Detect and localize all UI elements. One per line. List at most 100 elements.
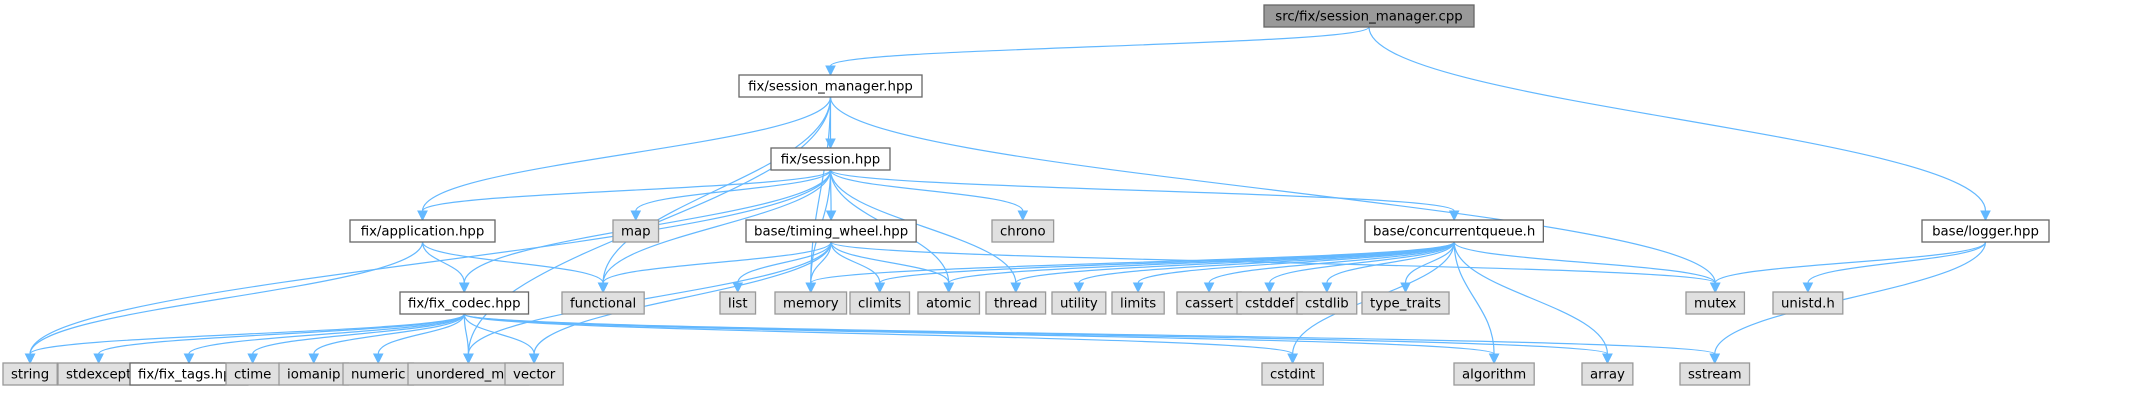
node-label: unordered_map — [416, 368, 521, 383]
node-concurrentqueue-h[interactable]: base/concurrentqueue.h — [1364, 219, 1544, 243]
node-box — [1361, 291, 1450, 315]
edge-concurrentqueue_h-to-memory — [805, 241, 1455, 294]
edge-fix_codec_hpp-to-numeric — [372, 313, 465, 365]
edge-fix_codec_hpp-to-vector — [463, 313, 540, 365]
edge-line — [948, 241, 1455, 284]
edge-line — [252, 313, 465, 355]
edge-line — [29, 169, 832, 355]
node-label: climits — [858, 297, 902, 312]
edge-line — [1326, 241, 1455, 284]
node-chrono: chrono — [991, 219, 1055, 243]
arrowhead-icon — [93, 353, 104, 365]
node-label: cstdint — [1270, 368, 1315, 383]
edge-root-to-logger_hpp — [1368, 26, 1991, 222]
edge-line — [1208, 241, 1455, 284]
arrowhead-icon — [1321, 282, 1333, 294]
node-unordered-map: unordered_map — [407, 362, 530, 386]
edge-session_hpp-to-application_hpp — [417, 169, 832, 222]
edge-line — [463, 313, 535, 355]
edges-layer — [24, 26, 1991, 365]
node-cstdint: cstdint — [1261, 362, 1324, 386]
node-box — [504, 362, 564, 386]
edge-session_hpp-to-chrono — [829, 169, 1029, 222]
node-logger-hpp[interactable]: base/logger.hpp — [1921, 219, 2050, 243]
node-label: fix/session_manager.hpp — [748, 80, 913, 95]
edge-line — [313, 313, 465, 355]
node-box — [774, 291, 848, 315]
node-box — [1111, 291, 1165, 315]
node-root[interactable]: src/fix/session_manager.cpp — [1263, 4, 1475, 28]
node-label: base/concurrentqueue.h — [1373, 225, 1535, 240]
node-box — [985, 291, 1047, 315]
arrowhead-icon — [874, 282, 886, 294]
edge-line — [829, 169, 1017, 284]
node-label: utility — [1060, 297, 1098, 312]
arrowhead-icon — [1203, 282, 1215, 294]
node-cstddef: cstddef — [1236, 291, 1303, 315]
edge-timing_wheel_hpp-to-atomic — [830, 241, 955, 294]
node-numeric: numeric — [342, 362, 415, 386]
edge-line — [635, 169, 832, 212]
arrowhead-icon — [630, 210, 642, 222]
arrowhead-icon — [1010, 282, 1022, 294]
node-stdexcept: stdexcept — [57, 362, 140, 386]
node-memory: memory — [774, 291, 848, 315]
node-timing-wheel-hpp[interactable]: base/timing_wheel.hpp — [745, 219, 917, 243]
node-label: list — [728, 297, 748, 312]
node-fix-codec-hpp[interactable]: fix/fix_codec.hpp — [399, 291, 530, 315]
edge-line — [829, 96, 1716, 284]
edge-line — [421, 169, 832, 212]
edge-line — [829, 26, 1370, 67]
node-box — [719, 291, 757, 315]
arrowhead-icon — [417, 210, 428, 222]
edge-line — [602, 96, 832, 284]
node-fix-tags-hpp[interactable]: fix/fix_tags.hpp — [129, 362, 249, 386]
edge-line — [421, 96, 832, 212]
edge-line — [1714, 241, 1987, 355]
edge-application_hpp-to-string — [24, 241, 424, 365]
arrowhead-icon — [1073, 282, 1085, 294]
edge-line — [29, 313, 465, 355]
edge-fix_codec_hpp-to-stdexcept — [93, 313, 465, 365]
arrowhead-icon — [183, 353, 195, 365]
node-session-hpp[interactable]: fix/session.hpp — [770, 147, 891, 171]
node-label: ctime — [234, 368, 271, 383]
edge-timing_wheel_hpp-to-mutex — [830, 241, 1721, 294]
edge-line — [421, 241, 604, 284]
node-label: vector — [513, 368, 556, 383]
arrowhead-icon — [597, 282, 609, 294]
nodes-layer: src/fix/session_manager.cpp fix/session_m… — [2, 4, 2050, 386]
node-type-traits: type_traits — [1361, 291, 1450, 315]
node-unistd-h: unistd.h — [1772, 291, 1844, 315]
edge-line — [830, 241, 950, 284]
arrowhead-icon — [372, 353, 384, 365]
arrowhead-icon — [458, 282, 470, 294]
node-label: fix/fix_tags.hpp — [138, 368, 240, 383]
edge-line — [1368, 26, 1987, 212]
edge-line — [463, 313, 1609, 355]
edge-session_hpp-to-concurrentqueue_h — [829, 169, 1460, 222]
node-box — [917, 291, 981, 315]
node-session-manager-hpp[interactable]: fix/session_manager.hpp — [738, 74, 923, 98]
node-label: functional — [570, 297, 636, 312]
arrowhead-icon — [1709, 353, 1721, 365]
node-label: src/fix/session_manager.cpp — [1275, 10, 1462, 25]
edge-logger_hpp-to-mutex — [1709, 241, 1987, 294]
node-box — [1263, 4, 1475, 28]
node-label: cassert — [1185, 297, 1233, 312]
edge-line — [1269, 241, 1455, 284]
arrowhead-icon — [1980, 210, 1991, 222]
edge-concurrentqueue_h-to-cassert — [1203, 241, 1455, 294]
edge-line — [1137, 241, 1455, 284]
edge-line — [829, 169, 1024, 212]
node-application-hpp[interactable]: fix/application.hpp — [349, 219, 496, 243]
edge-line — [830, 241, 881, 284]
edge-timing_wheel_hpp-to-functional — [597, 241, 832, 294]
edge-line — [1807, 241, 1987, 284]
edge-line — [1078, 241, 1455, 284]
node-label: base/logger.hpp — [1932, 225, 2039, 240]
edge-line — [737, 241, 832, 284]
node-box — [991, 219, 1055, 243]
node-box — [349, 219, 496, 243]
